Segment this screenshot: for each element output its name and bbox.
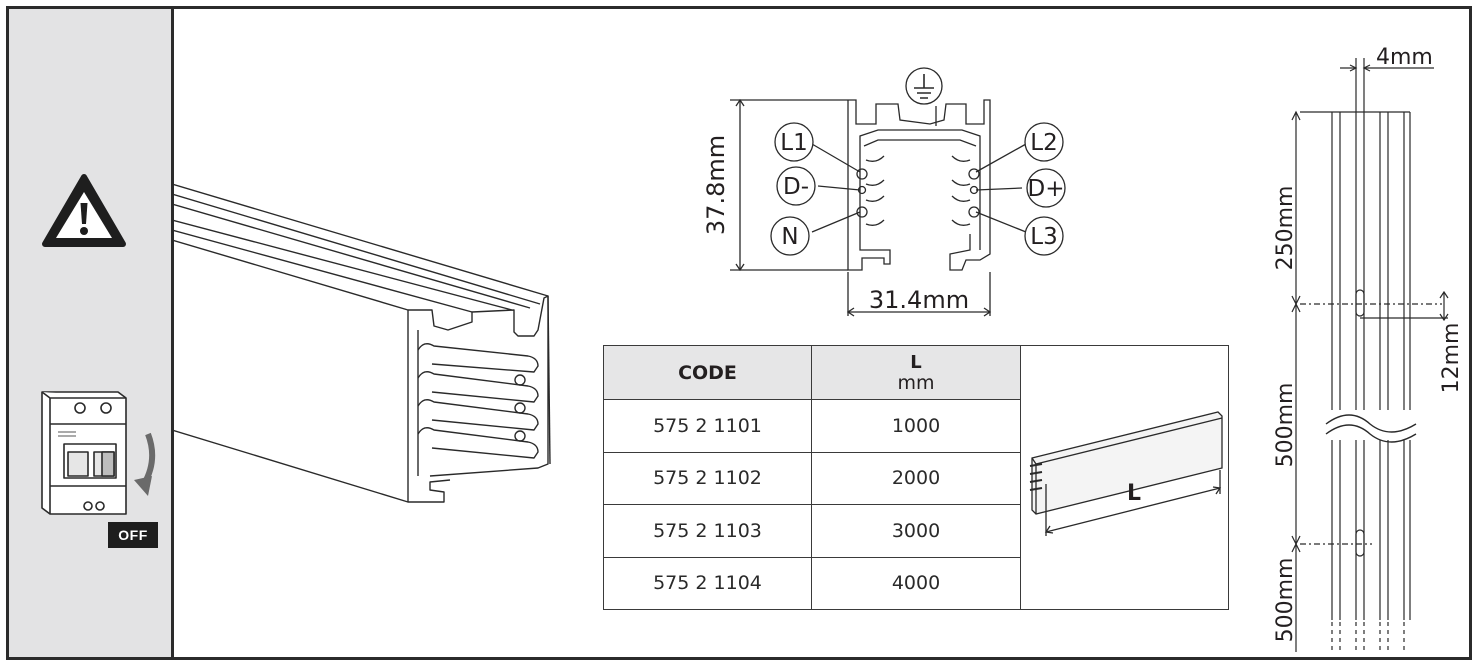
track-length-label: L bbox=[1127, 481, 1141, 506]
spacing-label-2: 500mm bbox=[1273, 558, 1298, 643]
first-hole-label: 250mm bbox=[1273, 186, 1298, 271]
cell-length: 3000 bbox=[811, 504, 1021, 558]
spec-table: CODE L mm L bbox=[603, 344, 1229, 611]
sheet-frame bbox=[6, 6, 1472, 660]
track-perspective-drawing bbox=[172, 183, 551, 503]
warning-triangle-icon bbox=[42, 174, 126, 247]
earth-ground-icon bbox=[914, 74, 934, 99]
label-L2: L2 bbox=[1030, 130, 1057, 156]
cell-code: 575 2 1104 bbox=[603, 556, 812, 611]
table-row: 575 2 1102 2000 bbox=[603, 451, 1229, 506]
circuit-breaker-icon bbox=[41, 391, 156, 515]
label-L3: L3 bbox=[1030, 224, 1057, 250]
cell-code: 575 2 1102 bbox=[603, 451, 812, 506]
height-dimension-line bbox=[730, 99, 848, 271]
width-dimension-line bbox=[847, 272, 991, 316]
spacing-label: 500mm bbox=[1273, 383, 1298, 468]
header-code: CODE bbox=[603, 344, 812, 401]
height-label: 37.8mm bbox=[702, 135, 730, 235]
slot-label: 12mm bbox=[1439, 323, 1464, 394]
table-row: 575 2 1101 1000 bbox=[603, 399, 1229, 453]
thickness-label: 4mm bbox=[1376, 45, 1433, 70]
header-length: L mm bbox=[811, 344, 1021, 401]
label-D-plus: D+ bbox=[1028, 176, 1065, 202]
label-N: N bbox=[781, 224, 798, 250]
cell-length: 1000 bbox=[811, 399, 1021, 453]
track-image-cell: L bbox=[1020, 345, 1229, 610]
table-header-row: CODE L mm L bbox=[603, 344, 1229, 610]
mounting-side-view: 4mm 250mm 500mm 500mm 12mm bbox=[1273, 45, 1464, 652]
width-label: 31.4mm bbox=[869, 286, 969, 314]
profile-section-drawing: L1 D- N L2 D+ L3 37.8mm 31.4mm bbox=[702, 67, 1066, 317]
cell-length: 4000 bbox=[811, 556, 1021, 611]
table-row: 575 2 1104 4000 bbox=[603, 556, 1229, 611]
off-badge: OFF bbox=[108, 522, 158, 548]
cell-code: 575 2 1103 bbox=[603, 504, 812, 558]
cell-code: 575 2 1101 bbox=[603, 399, 812, 453]
header-length-unit: mm bbox=[897, 371, 935, 394]
track-length-drawing: L bbox=[1029, 411, 1223, 536]
cell-length: 2000 bbox=[811, 451, 1021, 506]
label-D-minus: D- bbox=[783, 174, 809, 200]
label-L1: L1 bbox=[780, 130, 807, 156]
table-row: 575 2 1103 3000 bbox=[603, 504, 1229, 558]
sidebar bbox=[9, 9, 174, 657]
header-length-label: L bbox=[910, 351, 922, 373]
